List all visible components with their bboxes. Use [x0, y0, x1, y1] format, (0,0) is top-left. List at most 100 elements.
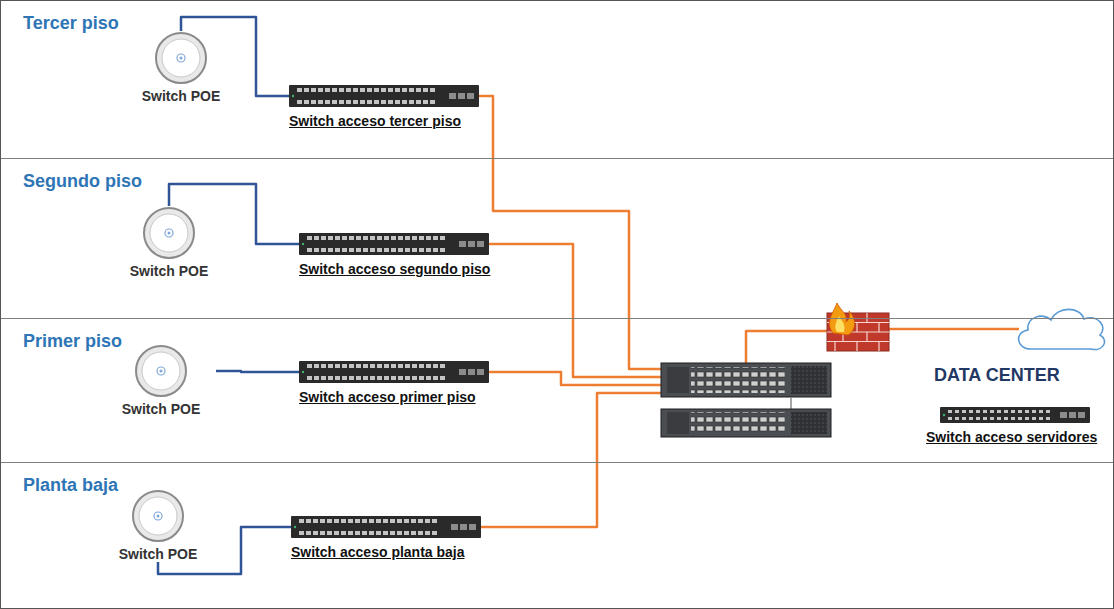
switch-port	[990, 410, 994, 413]
poe-access-point: Switch POE	[103, 489, 213, 562]
area-label: DATA CENTER	[934, 365, 1060, 386]
switch-port	[335, 364, 340, 368]
switch-port	[362, 519, 367, 523]
switch-port	[321, 248, 326, 252]
switch-port	[997, 417, 1001, 420]
switch-led	[302, 371, 304, 373]
switch-port	[432, 531, 437, 535]
switch-port	[416, 88, 421, 92]
switch-port	[388, 88, 393, 92]
switch-port	[376, 531, 381, 535]
switch-port	[409, 88, 414, 92]
switch-port	[362, 531, 367, 535]
switch-port	[423, 100, 428, 104]
access-point-led	[157, 515, 160, 518]
switch-port	[391, 236, 396, 240]
switch-port	[391, 376, 396, 380]
switch-port	[398, 376, 403, 380]
switch-port	[383, 531, 388, 535]
switch-port	[321, 376, 326, 380]
switch-port	[342, 248, 347, 252]
switch-port	[342, 376, 347, 380]
switch-port	[426, 248, 431, 252]
uplink-cable	[489, 372, 661, 385]
switch-icon	[299, 233, 489, 255]
device-label: Switch acceso servidores	[926, 429, 1097, 445]
switch-port	[383, 519, 388, 523]
switch-port	[404, 531, 409, 535]
switch-port	[402, 100, 407, 104]
switch-port	[990, 417, 994, 420]
switch-led	[292, 95, 294, 97]
switch-uplink-port	[459, 241, 466, 247]
switch-port	[349, 236, 354, 240]
access-point-led-ring	[157, 367, 165, 375]
switch-port	[384, 248, 389, 252]
switch-port	[395, 100, 400, 104]
switch-port	[391, 364, 396, 368]
switch-port	[425, 531, 430, 535]
switch-port	[297, 88, 302, 92]
switch-port	[356, 376, 361, 380]
firewall-icon	[827, 303, 889, 351]
switch-port	[360, 100, 365, 104]
switch-port	[376, 519, 381, 523]
switch-body	[299, 361, 489, 383]
switch-port	[432, 519, 437, 523]
core-switch-panel	[667, 367, 689, 393]
cloud-icon	[1019, 309, 1105, 349]
device-label: Switch POE	[106, 401, 216, 417]
switch-uplink-port	[467, 93, 474, 99]
switch-port	[412, 364, 417, 368]
switch-port	[307, 376, 312, 380]
switch-port	[348, 519, 353, 523]
switch-port	[311, 88, 316, 92]
switch-port	[412, 236, 417, 240]
switch-port	[948, 417, 952, 420]
core-switch-grille	[791, 412, 827, 434]
switch-led	[943, 414, 945, 416]
switch-port	[388, 100, 393, 104]
access-point-led	[180, 57, 183, 60]
switch-port	[307, 248, 312, 252]
switch-uplink-port	[468, 369, 475, 375]
switch-port	[321, 364, 326, 368]
access-point-led-ring	[154, 512, 162, 520]
switch-port	[304, 88, 309, 92]
switch-port	[335, 236, 340, 240]
core-switch-ports	[691, 367, 785, 393]
switch-port	[348, 531, 353, 535]
access-point-face	[139, 497, 177, 535]
switch-port	[1046, 417, 1050, 420]
switch-port	[381, 88, 386, 92]
switch-port	[370, 236, 375, 240]
access-point-led	[168, 232, 171, 235]
switch-body	[291, 516, 481, 538]
access-point-led	[160, 370, 163, 373]
access-point-face	[142, 352, 180, 390]
access-point-icon	[134, 344, 188, 398]
access-point-icon	[142, 206, 196, 260]
switch-port	[955, 410, 959, 413]
switch-led	[294, 526, 296, 528]
switch-uplink-port	[477, 241, 484, 247]
switch-port	[440, 248, 445, 252]
switch-port	[370, 248, 375, 252]
switch-port	[342, 364, 347, 368]
switch-port	[440, 236, 445, 240]
switch-port	[433, 236, 438, 240]
switch-port	[332, 100, 337, 104]
switch-port	[307, 364, 312, 368]
switch-port	[1018, 417, 1022, 420]
switch-port	[370, 376, 375, 380]
switch-port	[332, 88, 337, 92]
floor-heading: Tercer piso	[23, 13, 119, 34]
switch-port	[363, 376, 368, 380]
switch-port	[335, 376, 340, 380]
switch-port	[341, 519, 346, 523]
uplink-cable	[746, 331, 827, 363]
switch-port	[328, 364, 333, 368]
switch-port	[355, 531, 360, 535]
access-switch: Switch acceso tercer piso	[289, 85, 479, 129]
